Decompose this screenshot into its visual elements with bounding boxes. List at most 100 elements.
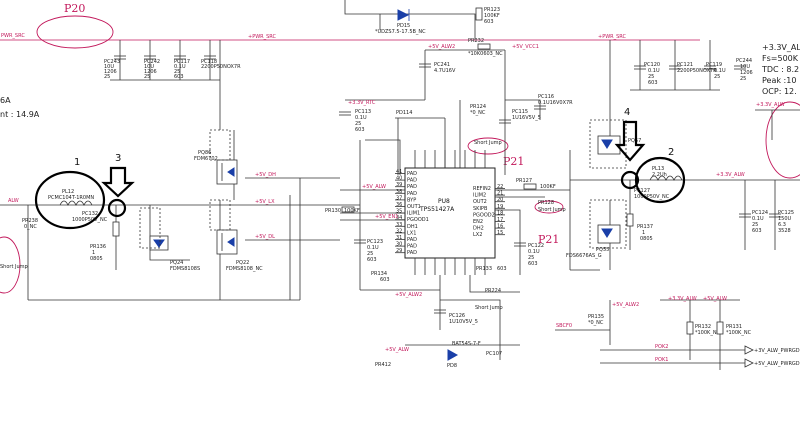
net-v5-vcc1: +5V_VCC1	[512, 44, 539, 50]
pc121-capacitor: PC121 2200P50NOX7R	[669, 62, 717, 74]
pd114-wires	[365, 117, 446, 175]
pr135-ref: PR135	[588, 314, 604, 320]
pok2-arrow	[744, 345, 754, 355]
pc117-capacitor: PC117 0.1U 25 603	[174, 55, 190, 80]
callout-4-circle	[620, 170, 640, 190]
callout-4-label: 4	[624, 107, 630, 118]
svg-text:150U: 150U	[778, 216, 792, 222]
pc120-capacitor: PC120 0.1U 25 603	[634, 62, 660, 86]
right-spec-2: TDC : 8.2	[761, 65, 799, 74]
ic-left-pin-number: 30	[396, 242, 402, 248]
svg-text:2200P50NOX7R: 2200P50NOX7R	[677, 68, 717, 74]
svg-text:25: 25	[528, 255, 534, 261]
pr132-ref: PR132	[695, 324, 711, 330]
pq57-mosfet: PQ57	[589, 119, 641, 169]
pd15-diode-symbol	[397, 9, 410, 21]
top-diode-wires	[344, 0, 476, 40]
svg-text:PC118: PC118	[201, 59, 217, 65]
pc132-val: 1000P50V_NC	[72, 217, 108, 223]
svg-text:PC123: PC123	[367, 239, 383, 245]
pc118-capacitor: PC118 2200P50NOX7R	[201, 55, 241, 70]
ic-right-pin-number: 19	[497, 204, 503, 210]
net-v3-alw-right: +3.3V_ALW	[756, 102, 785, 108]
pr128-ref: PR128	[538, 200, 554, 206]
pq22-mosfet: PQ22 FDMS8108_NC	[216, 229, 263, 272]
ic-right-pin-number: 22	[497, 184, 503, 190]
svg-text:PC126: PC126	[449, 313, 465, 319]
ic-left-pin-name: BYP	[407, 197, 416, 203]
svg-text:10U: 10U	[104, 64, 114, 70]
pr131-val: *100K_NC	[726, 330, 752, 336]
pq55-mosfet: PQ55 FDS6676AS_G	[566, 199, 627, 259]
pr133-pkg: 603	[497, 266, 507, 272]
ic-right-pin-number: 20	[497, 197, 503, 203]
callout-1-label: 1	[74, 157, 80, 168]
svg-text:1U16V5V_5: 1U16V5V_5	[512, 115, 541, 121]
ic-right-pin-number: 18	[497, 210, 503, 216]
svg-text:PQ24: PQ24	[170, 260, 183, 266]
svg-text:PQ55: PQ55	[596, 247, 609, 253]
right-output-wires	[744, 109, 800, 250]
ic-right-pin-name: OUT2	[473, 199, 487, 205]
svg-text:PC117: PC117	[174, 59, 190, 65]
svg-text:6.3: 6.3	[778, 222, 786, 228]
svg-text:PC121: PC121	[677, 62, 693, 68]
page-marker-p21-b: P21	[538, 233, 559, 246]
pc119-capacitor: PC119 0.1U 25	[704, 62, 726, 80]
svg-text:25: 25	[367, 251, 373, 257]
pr123-val: 100KF	[484, 13, 500, 19]
ic-right-pin-number: 17	[497, 217, 503, 223]
pu8-left-pins: PAD41PAD40PAD39PAD38BYP37OUT136ILIM135PG…	[395, 169, 429, 256]
svg-text:0.1U: 0.1U	[752, 216, 764, 222]
ic-left-pin-number: 35	[396, 209, 402, 215]
ic-left-pin-name: PAD	[407, 178, 417, 184]
pc118-dashed-caps	[139, 129, 231, 249]
svg-text:603: 603	[752, 228, 762, 234]
pr232-val: *10K0603_NC	[468, 51, 503, 57]
pd8-part: BAT54S-7-F	[452, 341, 481, 347]
ic-left-pin-number: 40	[396, 176, 402, 182]
svg-text:PC125: PC125	[778, 210, 794, 216]
pr135-val: *0_NC	[588, 320, 604, 326]
pr238-val: 0_NC	[24, 224, 37, 230]
pr123-ref: PR123	[484, 7, 500, 13]
ic-left-pin-number: 41	[396, 169, 402, 175]
pr124-ref: PR124	[470, 104, 486, 110]
pr224-ref: PR224	[485, 288, 501, 294]
ic-left-pin-name: PAD	[407, 244, 417, 250]
ic-left-pin-number: 36	[396, 202, 402, 208]
svg-text:PC242: PC242	[144, 59, 160, 65]
ic-left-pin-name: DH1	[407, 224, 418, 230]
pr137-resistor	[626, 213, 634, 227]
pl12-ref: PL12	[62, 189, 74, 195]
left-spec-a: 6A	[0, 96, 11, 105]
pr137-val: 1	[642, 230, 645, 236]
svg-text:FDMS8108S: FDMS8108S	[170, 266, 200, 272]
callout-2-circle	[634, 156, 686, 204]
svg-text:PQ86: PQ86	[198, 150, 211, 156]
pd114-ref: PD114	[396, 110, 412, 116]
ic-right-pin-name: SKIPB	[473, 206, 488, 212]
pr131-resistor	[716, 321, 724, 335]
pr130-ref: PR130	[325, 208, 341, 214]
pc132-ref: PC132	[82, 211, 98, 217]
pr127-val: 100KF	[540, 184, 556, 190]
net-pwr-src-right: +PWR_SRC	[598, 34, 627, 40]
svg-text:0.1U16V0X7R: 0.1U16V0X7R	[538, 100, 573, 106]
pr137-ref: PR137	[637, 224, 653, 230]
pr136-pkg: 0805	[90, 256, 103, 262]
pr136-resistor	[112, 221, 120, 237]
pr412-ref: PR412	[375, 362, 391, 368]
net-v5-lx: +5V_LX	[255, 199, 275, 205]
callout-3-arrow	[101, 166, 135, 198]
svg-text:PC116: PC116	[538, 94, 554, 100]
ic-right-pin-number: 16	[497, 224, 503, 230]
pc127-val: 1000P50V_NC	[634, 194, 670, 200]
svg-text:PC243: PC243	[104, 59, 120, 65]
svg-text:PC241: PC241	[434, 62, 450, 68]
below-ic-wires	[360, 275, 520, 360]
svg-text:25: 25	[144, 74, 150, 80]
svg-text:1206: 1206	[740, 70, 753, 76]
ic-left-pin-number: 37	[396, 195, 402, 201]
